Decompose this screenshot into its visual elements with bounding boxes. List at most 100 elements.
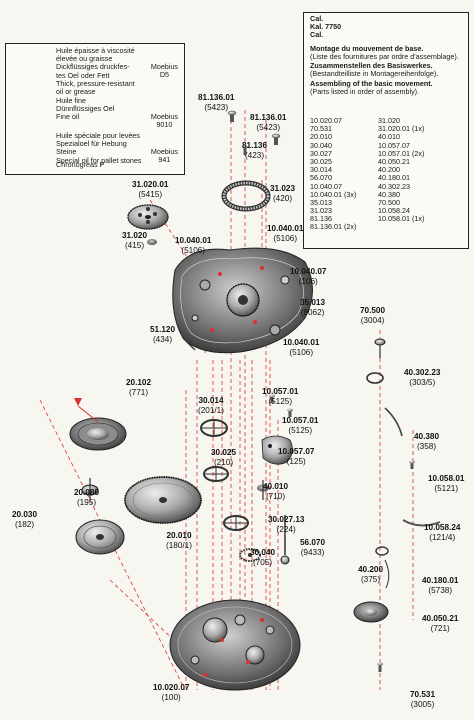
balance-cock-20080 bbox=[81, 478, 99, 500]
parts-list-row: 81.136.01 (2x) bbox=[310, 223, 460, 231]
assembly-info-panel: Cal. Kal. 7750 Cal. Montage du mouvement… bbox=[303, 12, 469, 249]
callout-part-code: (5423) bbox=[256, 122, 281, 132]
callout-part-ref: 40.200 bbox=[358, 565, 384, 574]
part-number: 81.136 bbox=[310, 214, 332, 224]
callout-part-ref: 31.020 bbox=[122, 231, 148, 240]
part-number: 31.020 bbox=[378, 116, 400, 125]
part-callout: 10.040.07(106) bbox=[290, 267, 326, 286]
wheel-30027-13 bbox=[223, 515, 249, 531]
callout-part-code: (224) bbox=[276, 524, 296, 534]
callout-part-code: (5121) bbox=[434, 483, 459, 493]
part-number: 40.200 bbox=[378, 165, 400, 175]
spring-10058-24 bbox=[402, 519, 441, 527]
part-number: 40.010 bbox=[378, 132, 400, 142]
crown-wheel-70500 bbox=[374, 338, 386, 358]
part-callout: 20.030(182) bbox=[12, 510, 37, 529]
callout-part-ref: 10.057.07 bbox=[278, 447, 315, 456]
part-callout: 40.302.23(303/5) bbox=[404, 368, 440, 387]
callout-part-code: (5106) bbox=[289, 347, 314, 357]
part-number: 10.040.01 (3x) bbox=[310, 189, 357, 199]
callout-part-code: (3005) bbox=[410, 699, 435, 709]
wheel-30040 bbox=[239, 548, 261, 562]
heading-en: Assembling of the basic movement. bbox=[310, 79, 433, 88]
callout-part-code: (721) bbox=[430, 623, 450, 633]
part-callout: 10.040.01(5106) bbox=[283, 338, 319, 357]
lever-40380 bbox=[384, 407, 403, 437]
parts-list-row: 81.136 10.058.01 (1x) bbox=[310, 215, 460, 223]
callout-part-code: (5125) bbox=[268, 396, 293, 406]
heading-fr: Montage du mouvement de base. bbox=[310, 44, 424, 53]
part-number: 30.040 bbox=[310, 140, 332, 150]
part-number: 40.380 bbox=[378, 189, 400, 199]
ring-40302-23 bbox=[366, 372, 384, 384]
part-number: 40.302.23 bbox=[378, 181, 410, 191]
part-number: 31.023 bbox=[310, 206, 332, 216]
part-callout: 70.500(3004) bbox=[360, 306, 385, 325]
subheading-de: (Bestandteilliste in Montagereihenfolge)… bbox=[310, 69, 439, 78]
callout-part-code: (201/1) bbox=[198, 405, 224, 415]
crown-stem-56070 bbox=[280, 515, 290, 565]
callout-part-ref: 70.500 bbox=[360, 306, 386, 315]
parts-list-row: 10.040.01 (3x) 40.380 bbox=[310, 189, 460, 199]
screw-10058-01 bbox=[409, 460, 415, 469]
callout-part-code: (375) bbox=[360, 574, 381, 584]
legend-line: oil or grease bbox=[56, 87, 96, 96]
callout-part-code: (121/4) bbox=[429, 532, 456, 542]
part-callout: 30.027.13(224) bbox=[268, 515, 304, 534]
callout-part-ref: 35.013 bbox=[300, 298, 326, 307]
callout-part-code: (771) bbox=[128, 387, 149, 397]
callout-part-ref: 81.136 bbox=[242, 141, 268, 150]
balance-wheel-lower bbox=[75, 519, 125, 555]
callout-part-ref: 40.180.01 bbox=[422, 576, 459, 585]
legend-line: Fine oil bbox=[56, 112, 80, 122]
screw-81136-01-a bbox=[227, 110, 237, 122]
callout-part-ref: 10.057.01 bbox=[262, 387, 299, 396]
callout-part-ref: 31.020.01 bbox=[132, 180, 169, 189]
part-callout: 81.136.01(5423) bbox=[198, 93, 234, 112]
callout-part-ref: 10.020.07 bbox=[153, 683, 190, 692]
callout-part-code: (9433) bbox=[300, 547, 325, 557]
balance-wheel-20030 bbox=[69, 417, 127, 451]
part-number: 10.057.07 bbox=[378, 140, 410, 150]
part-number: 30.014 bbox=[310, 165, 332, 175]
legend-line: élevée ou graisse bbox=[56, 54, 113, 64]
callout-part-ref: 30.025 bbox=[211, 448, 237, 457]
part-number: 81.136.01 (2x) bbox=[310, 222, 357, 232]
bridge-10057-07 bbox=[261, 435, 293, 465]
screw-81136-01-b bbox=[271, 133, 281, 145]
cal-line-3: Cal. bbox=[310, 30, 324, 39]
callout-part-ref: 20.010 bbox=[166, 531, 192, 540]
callout-part-ref: 31.023 bbox=[270, 184, 296, 193]
part-callout: 10.058.01(5121) bbox=[428, 474, 464, 493]
callout-part-code: (415) bbox=[124, 240, 145, 250]
callout-part-code: (358) bbox=[416, 441, 437, 451]
spring-40180-01 bbox=[384, 559, 390, 589]
callout-part-ref: 20.030 bbox=[12, 510, 38, 519]
callout-part-ref: 40.302.23 bbox=[404, 368, 441, 377]
callout-part-code: (100) bbox=[161, 692, 181, 702]
legend-line: tes Oel oder Fett bbox=[56, 70, 110, 80]
part-number: 70.500 bbox=[378, 197, 400, 207]
part-number: 56.070 bbox=[310, 173, 332, 183]
main-plate-jewels bbox=[203, 618, 264, 677]
legend-line: Thick, pressure-resistant bbox=[56, 78, 135, 88]
part-number: 10.058.01 (1x) bbox=[378, 214, 425, 224]
callout-part-ref: 51.120 bbox=[150, 325, 176, 334]
callout-part-ref: 30.014 bbox=[198, 396, 224, 405]
star-wheel-31020-01 bbox=[127, 204, 169, 230]
callout-part-code: (423) bbox=[244, 150, 265, 160]
callout-part-code: (182) bbox=[14, 519, 35, 529]
part-callout: 10.057.01(5125) bbox=[262, 387, 298, 406]
callout-part-ref: 40.050.21 bbox=[422, 614, 459, 623]
large-gear-20010 bbox=[124, 476, 202, 524]
callout-part-ref: 10.040.07 bbox=[290, 267, 327, 276]
